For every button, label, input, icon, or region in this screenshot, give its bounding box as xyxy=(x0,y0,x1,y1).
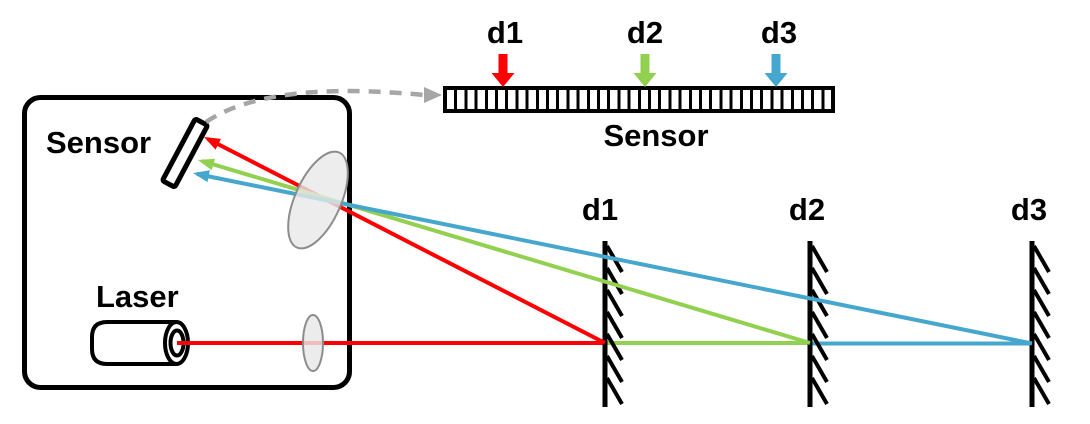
collimating-lens xyxy=(302,314,324,372)
sensor-chip-label: Sensor xyxy=(46,125,152,160)
strip-marker-label-d2: d2 xyxy=(626,15,664,50)
strip-marker-arrow-d1 xyxy=(491,54,515,87)
detector-strip xyxy=(443,86,835,113)
ray-d3-arrowhead-icon xyxy=(193,170,210,183)
annotation-arrowhead-icon xyxy=(424,87,442,103)
target-label-d1: d1 xyxy=(581,192,619,227)
ray-d1-arrowhead-icon xyxy=(204,137,221,150)
target-d3 xyxy=(1032,241,1049,407)
sensor-chip xyxy=(160,117,210,189)
strip-marker-arrow-d2 xyxy=(633,54,657,87)
strip-marker-arrow-d3 xyxy=(764,54,788,87)
annotation-dashed-arrow xyxy=(204,88,425,124)
target-label-d2: d2 xyxy=(788,192,826,227)
target-d2 xyxy=(810,241,827,407)
laser-label: Laser xyxy=(96,279,179,314)
ray-d2-arrowhead-icon xyxy=(198,158,216,171)
target-d1 xyxy=(605,241,622,407)
reflected-ray-d1 xyxy=(207,137,606,345)
imaging-lens xyxy=(287,150,349,250)
laser-tube-body xyxy=(90,320,176,366)
target-label-d3: d3 xyxy=(1010,192,1048,227)
detector-strip-label: Sensor xyxy=(603,118,709,153)
strip-marker-label-d3: d3 xyxy=(760,15,798,50)
strip-marker-label-d1: d1 xyxy=(486,15,524,50)
